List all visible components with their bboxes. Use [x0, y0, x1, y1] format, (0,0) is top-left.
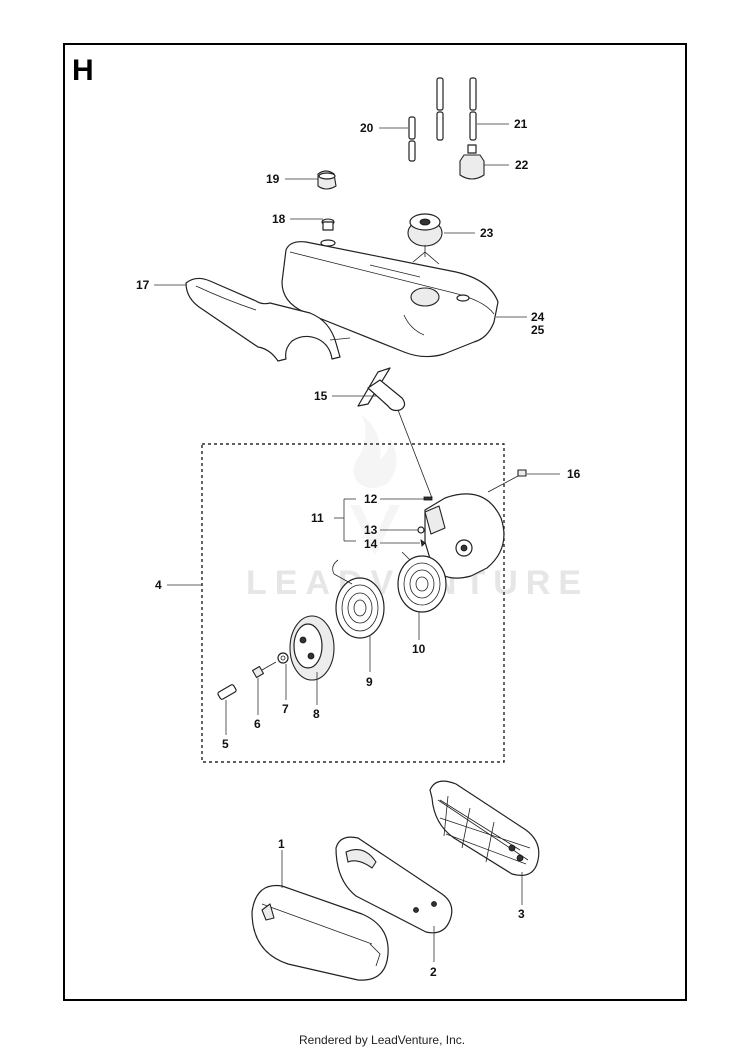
fuel-cap — [407, 213, 443, 265]
callout-3: 3 — [518, 907, 525, 921]
starter-pulley — [289, 615, 335, 681]
footer-credit: Rendered by LeadVenture, Inc. — [299, 1033, 465, 1047]
callout-5: 5 — [222, 737, 229, 751]
washer-7 — [277, 652, 289, 664]
callout-22: 22 — [515, 158, 529, 172]
grommet-19 — [317, 170, 337, 190]
callout-14: 14 — [364, 537, 378, 551]
callout-24: 24 — [531, 310, 545, 324]
callout-16: 16 — [567, 467, 581, 481]
callout-21: 21 — [514, 117, 528, 131]
section-label: H — [72, 54, 94, 87]
filter-holder-2 — [335, 836, 453, 934]
screw-6 — [251, 661, 277, 679]
leader-lines — [154, 123, 560, 962]
diagram-frame — [63, 43, 687, 1001]
callout-8: 8 — [313, 707, 320, 721]
callout-9: 9 — [366, 675, 373, 689]
callout-23: 23 — [480, 226, 494, 240]
callout-19: 19 — [266, 172, 280, 186]
callout-20: 20 — [360, 121, 374, 135]
callout-15: 15 — [314, 389, 328, 403]
pawl-parts — [417, 496, 433, 547]
callout-25: 25 — [531, 323, 545, 337]
vent-valve-18 — [321, 218, 335, 231]
fuel-filter — [459, 144, 485, 180]
handle-bracket — [185, 277, 351, 362]
callout-4: 4 — [155, 578, 162, 592]
air-filter-cover-1 — [251, 884, 389, 981]
fuel-line-pieces — [408, 77, 477, 162]
screw-16 — [487, 469, 527, 493]
fuel-tank — [281, 239, 499, 358]
callout-2: 2 — [430, 965, 437, 979]
callout-labels: 1 2 3 4 5 6 7 8 9 10 11 12 13 14 15 16 1… — [136, 117, 581, 979]
recoil-spring-9 — [332, 559, 385, 639]
recoil-spring-10 — [397, 551, 447, 613]
callout-6: 6 — [254, 717, 261, 731]
callout-12: 12 — [364, 492, 378, 506]
callout-17: 17 — [136, 278, 150, 292]
sleeve-5 — [217, 684, 237, 700]
callout-11: 11 — [311, 511, 324, 525]
callout-18: 18 — [272, 212, 286, 226]
watermark-logo — [350, 415, 400, 555]
callout-7: 7 — [282, 702, 289, 716]
callout-10: 10 — [412, 642, 426, 656]
starter-handle — [357, 367, 433, 499]
callout-13: 13 — [364, 523, 378, 537]
starter-housing — [424, 493, 505, 579]
callout-1: 1 — [278, 837, 285, 851]
starter-assembly-box — [201, 443, 505, 763]
filter-cover-3 — [429, 780, 540, 876]
